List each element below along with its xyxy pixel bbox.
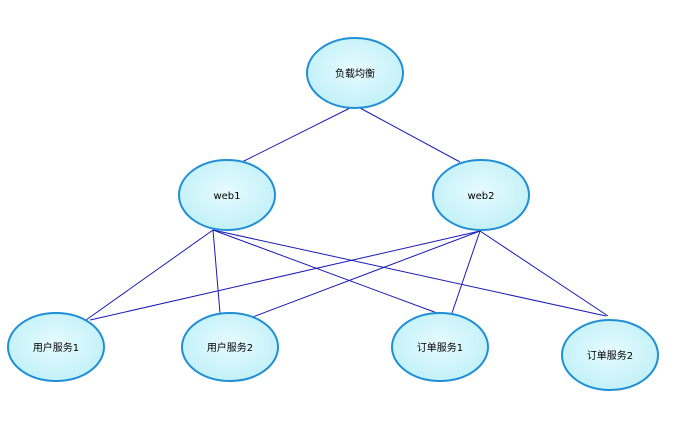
node-web2[interactable]: web2 [432,159,530,231]
node-order-service-1[interactable]: 订单服务1 [391,312,489,382]
edge-lb-to-web1 [241,107,351,163]
edge-web2-to-order1 [451,230,481,314]
edge-web1-to-user2 [212,229,221,314]
node-web1-label: web1 [213,191,240,202]
node-user-service-2-shape [181,312,279,382]
edge-web1-to-order2 [212,229,607,317]
edge-web1-to-order1 [212,229,438,314]
edge-web2-to-user1 [89,230,481,321]
edge-web2-to-order2 [479,230,609,317]
node-user-service-1-label: 用户服务1 [33,341,79,354]
node-load-balancer-label: 负载均衡 [335,67,375,80]
node-user-service-2-label: 用户服务2 [207,341,253,354]
node-web2-label: web2 [467,191,494,202]
node-user-service-1-shape [7,312,105,382]
node-load-balancer-shape [306,37,404,109]
edge-web1-to-user1 [85,229,214,321]
node-order-service-1-label: 订单服务1 [417,341,463,354]
node-user-service-2[interactable]: 用户服务2 [181,312,279,382]
node-web1-shape [178,159,276,231]
node-order-service-1-shape [391,312,489,382]
node-order-service-2[interactable]: 订单服务2 [561,319,659,391]
node-load-balancer[interactable]: 负载均衡 [306,37,404,109]
edges [85,107,609,321]
node-order-service-2-shape [561,319,659,391]
node-web2-shape [432,159,530,231]
node-order-service-2-label: 订单服务2 [587,349,633,362]
node-user-service-1[interactable]: 用户服务1 [7,312,105,382]
edge-lb-to-web2 [359,107,461,163]
edge-web2-to-user2 [249,230,481,319]
node-web1[interactable]: web1 [178,159,276,231]
